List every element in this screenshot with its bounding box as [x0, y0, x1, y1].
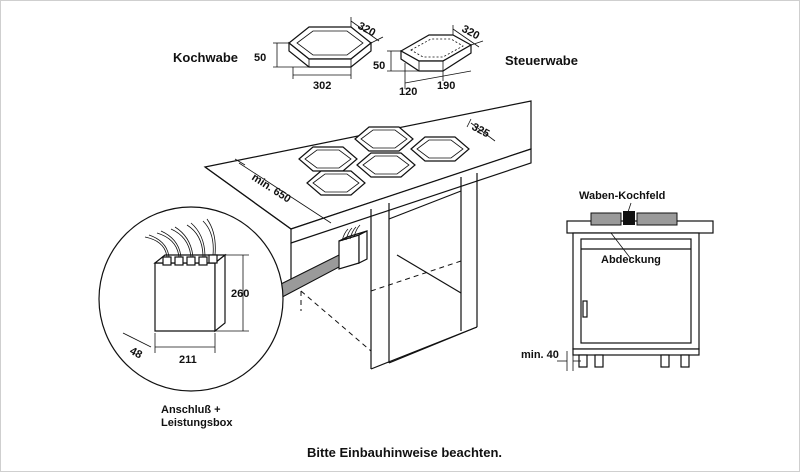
box-depth-dimension: 48 [128, 345, 144, 361]
kochwabe-label: Kochwabe [173, 50, 238, 65]
abdeckung-label: Abdeckung [601, 254, 661, 266]
kochwabe-dimension-lines [273, 17, 384, 79]
box-height-dimension: 260 [231, 288, 249, 300]
steuerwabe-depth-dimension: 190 [437, 80, 455, 92]
kochwabe-depth-dimension: 302 [313, 80, 331, 92]
anschluss-label-line1: Anschluß + [161, 404, 221, 416]
steuerwabe-width-dimension: 320 [460, 23, 482, 42]
steuerwabe-label: Steuerwabe [505, 53, 578, 68]
waben-kochfeld-label: Waben-Kochfeld [579, 190, 665, 202]
box-width-dimension: 211 [179, 354, 197, 366]
kochwabe-height-dimension: 50 [254, 52, 266, 64]
connection-box-small [338, 224, 368, 270]
magnified-detail-circle [98, 206, 284, 392]
honeycomb-cooktop [298, 126, 470, 196]
steuerwabe-dimension-lines [387, 25, 484, 89]
side-min-dimension: min. 40 [521, 349, 559, 361]
steuerwabe-offset-dimension: 120 [399, 86, 417, 98]
countertop-dimension-lines [234, 118, 496, 224]
kochwabe-module [288, 26, 372, 68]
footer-note: Bitte Einbauhinweise beachten. [307, 445, 502, 460]
base-cabinet [300, 173, 478, 370]
anschluss-label-line2: Leistungsbox [161, 417, 233, 429]
steuerwabe-module [399, 34, 473, 72]
steuerwabe-height-dimension: 50 [373, 60, 385, 72]
side-section-view [557, 202, 714, 371]
